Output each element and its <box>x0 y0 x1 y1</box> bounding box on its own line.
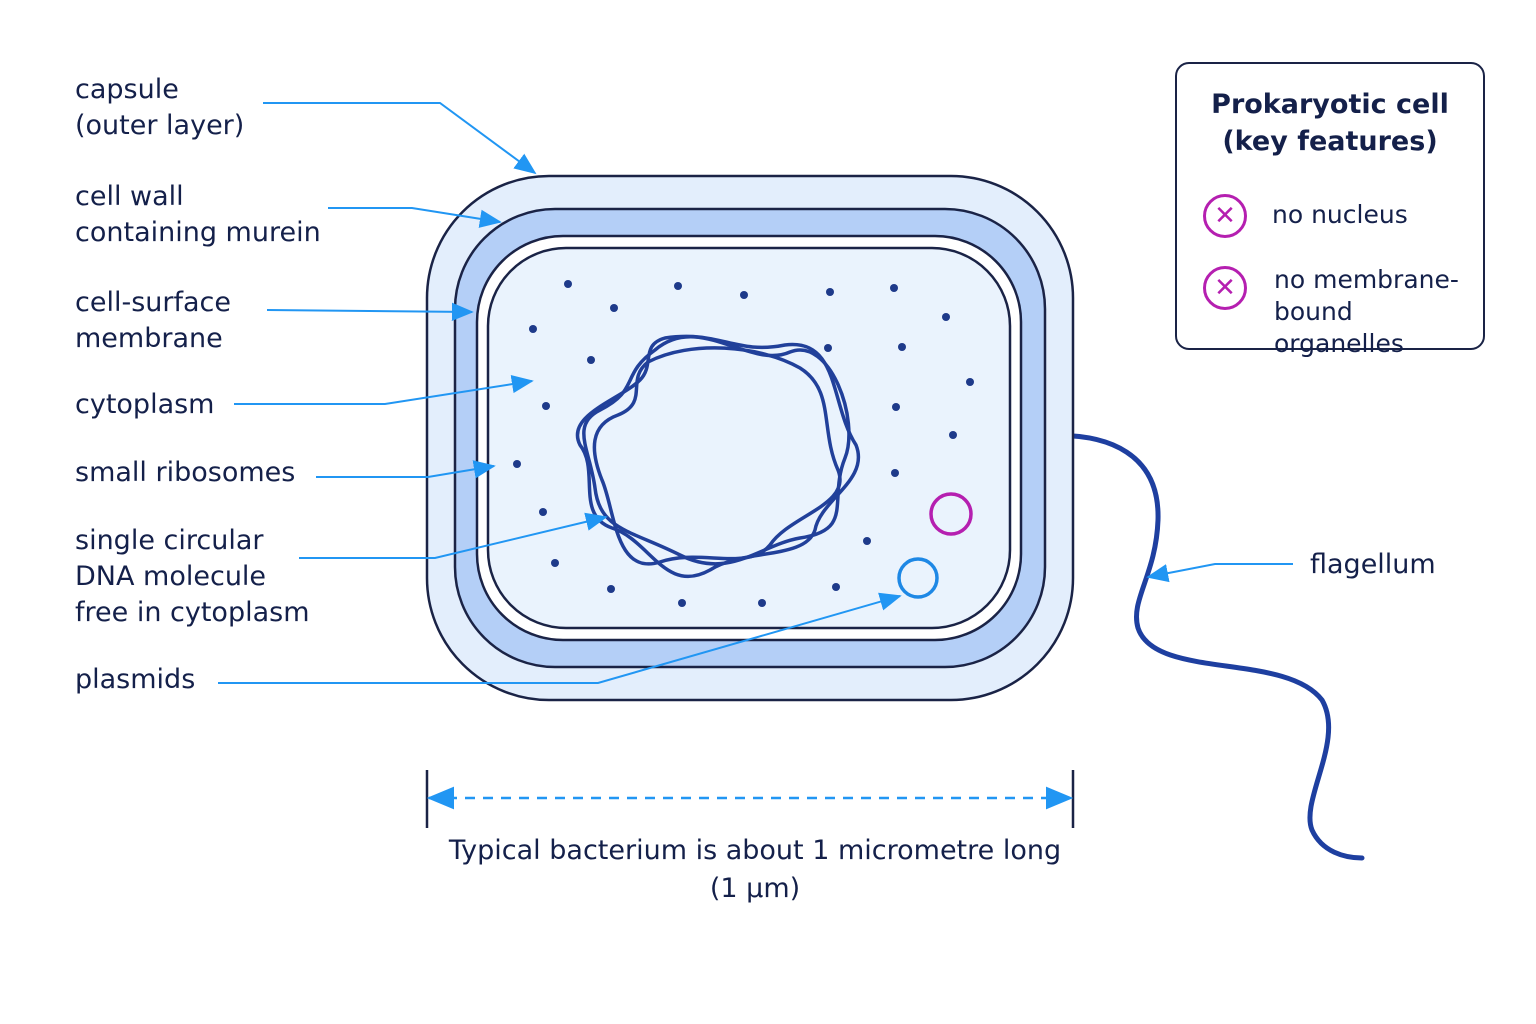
plasmid-blue <box>897 557 939 599</box>
ribosome <box>758 599 766 607</box>
ribosome <box>942 313 950 321</box>
cross-circle-icon: ✕ <box>1203 194 1247 238</box>
key-features-box: Prokaryotic cell (key features) ✕ no nuc… <box>1175 62 1485 358</box>
ribosome <box>678 599 686 607</box>
ribosome <box>832 583 840 591</box>
capsule-arrow <box>263 102 537 175</box>
ribosome <box>890 284 898 292</box>
ribosome <box>891 469 899 477</box>
ribosome <box>529 325 537 333</box>
plasmids-arrow <box>218 592 902 684</box>
ribosome <box>587 356 595 364</box>
label-flagellum: flagellum <box>1310 549 1436 580</box>
label-plasmids: plasmids <box>75 664 196 695</box>
plasmid-magenta <box>929 492 973 536</box>
ribosomes <box>513 280 974 607</box>
scale-caption: Typical bacterium is about 1 micrometre … <box>448 835 1062 904</box>
label-membrane: cell-surface membrane <box>75 287 231 354</box>
ribosome <box>607 585 615 593</box>
flagellum <box>1042 433 1365 861</box>
ribosome <box>898 343 906 351</box>
ribosome <box>740 291 748 299</box>
key-features-title: Prokaryotic cell (key features) <box>1211 89 1449 157</box>
ribosome <box>826 288 834 296</box>
label-dna: single circular DNA molecule free in cyt… <box>75 525 310 628</box>
ribosome <box>966 378 974 386</box>
ribosomes-arrow <box>316 460 496 479</box>
ribosome <box>539 508 547 516</box>
ribosome <box>564 280 572 288</box>
cell-wall-arrow <box>328 207 502 228</box>
label-capsule: capsule (outer layer) <box>75 74 245 141</box>
ribosome <box>674 282 682 290</box>
cytoplasm <box>486 246 1012 630</box>
flagellum-arrow <box>1146 563 1293 583</box>
scale-bar <box>425 770 1075 828</box>
ribosome <box>949 431 957 439</box>
feature-no-membrane-bound-organelles: no membrane- bound organelles <box>1274 265 1459 358</box>
ribosome <box>863 537 871 545</box>
ribosome <box>542 402 550 410</box>
label-cytoplasm: cytoplasm <box>75 389 215 420</box>
label-cell-wall: cell wall containing murein <box>75 181 321 248</box>
ribosome <box>513 460 521 468</box>
cross-circle-icon: ✕ <box>1203 266 1247 310</box>
ribosome <box>824 344 832 352</box>
membrane-arrow <box>266 302 474 321</box>
dna-arrow <box>299 512 608 559</box>
feature-no-nucleus: no nucleus <box>1272 200 1408 229</box>
ribosome <box>551 559 559 567</box>
cytoplasm-arrow <box>234 375 534 405</box>
ribosome <box>892 403 900 411</box>
circular-dna <box>575 334 860 579</box>
label-ribosomes: small ribosomes <box>75 457 296 488</box>
ribosome <box>610 304 618 312</box>
